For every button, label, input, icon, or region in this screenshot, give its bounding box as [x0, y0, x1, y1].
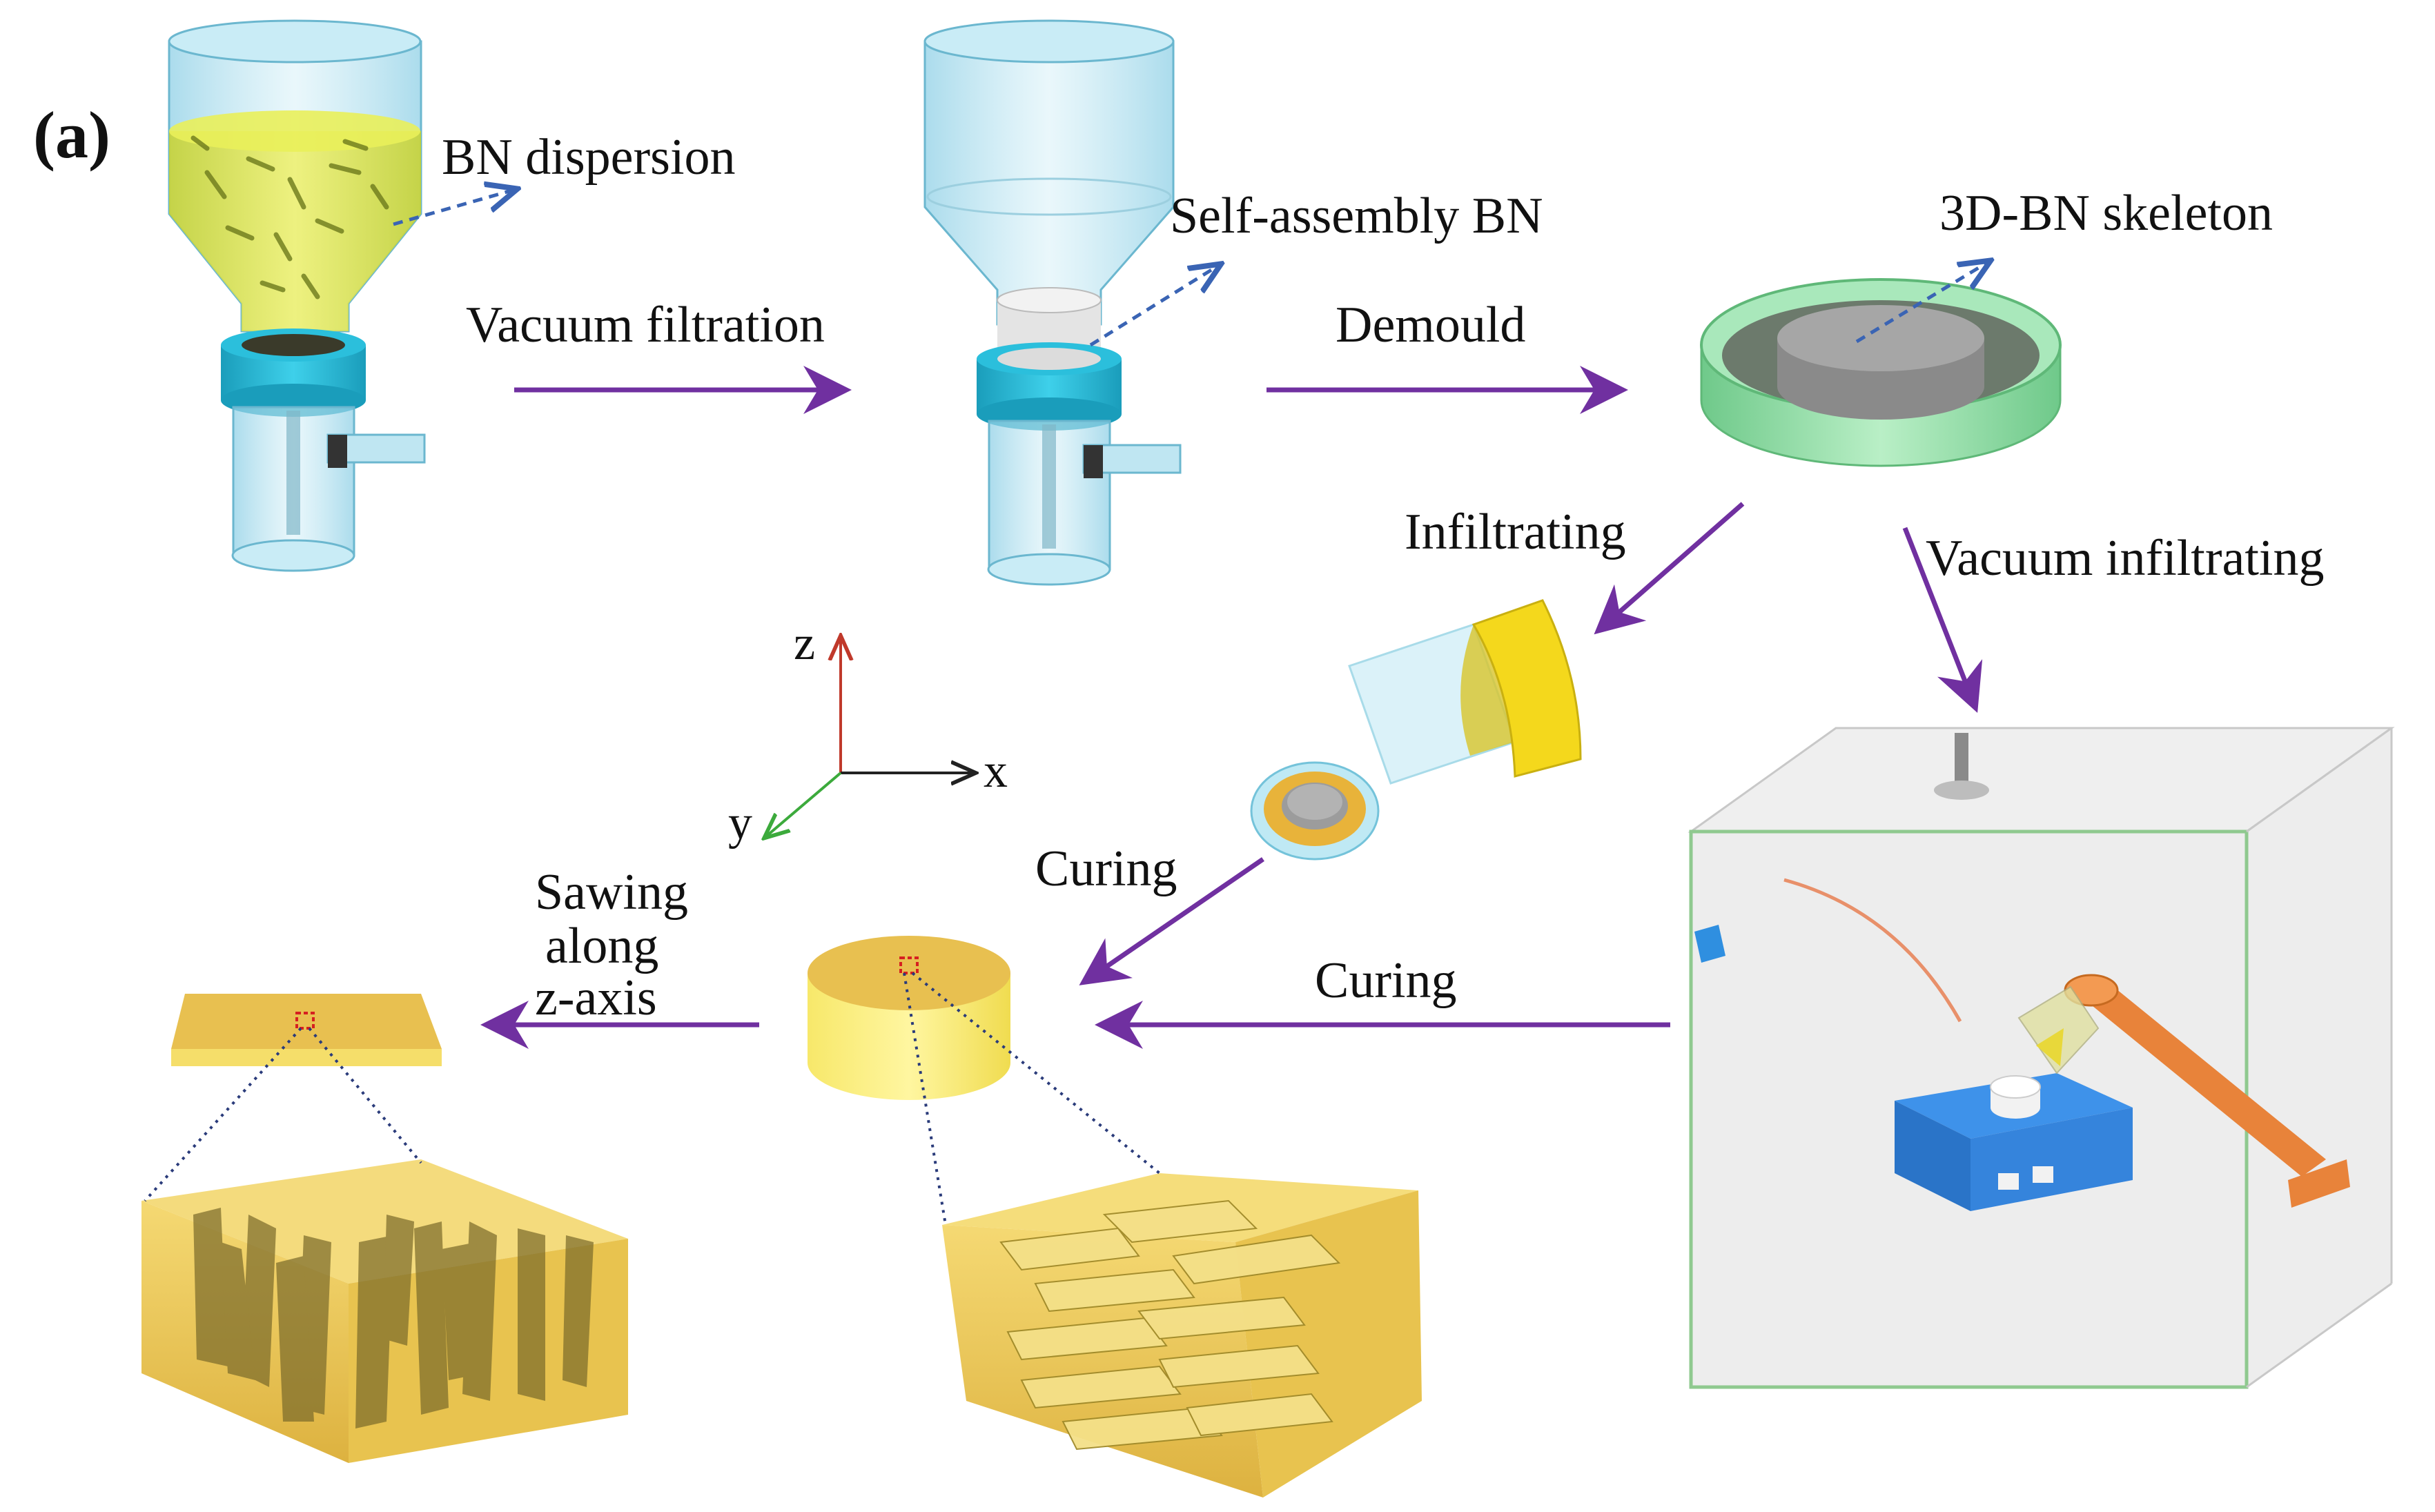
filtration-funnel-with-bn-cake — [923, 19, 1182, 586]
label-infiltrating: Infiltrating — [1405, 504, 1626, 560]
z-axis-label: z — [794, 617, 815, 670]
pointer-bn-dispersion — [393, 190, 514, 226]
magnified-block-vertical-flakes — [141, 1159, 628, 1463]
cured-composite-cylinder — [808, 936, 1010, 1100]
pointer-skeleton — [1855, 262, 1988, 344]
panel-label: (a) — [33, 98, 110, 172]
label-bn-dispersion: BN dispersion — [442, 129, 736, 186]
label-z-axis: z-axis — [535, 970, 657, 1026]
zoom-marker-cylinder — [899, 956, 919, 974]
arrow-infiltrating — [1594, 502, 1745, 635]
label-curing-left: Curing — [1035, 841, 1177, 897]
magnified-block-horizontal-flakes — [942, 1173, 1422, 1498]
label-self-assembly-bn: Self-assembly BN — [1170, 188, 1543, 244]
filtration-funnel-with-dispersion — [168, 19, 426, 572]
coordinate-axes: z x y — [728, 617, 1008, 850]
zoom-marker-slab — [295, 1012, 315, 1030]
label-sawing: Sawing — [535, 864, 688, 921]
vacuum-chamber — [1688, 727, 2395, 1389]
mold-with-resin — [1250, 599, 1582, 861]
sawed-slab — [171, 994, 442, 1066]
x-axis-label: x — [984, 745, 1008, 798]
zoom-lines — [144, 972, 1161, 1226]
label-3d-bn-skeleton: 3D-BN skeleton — [1939, 185, 2273, 242]
dish-with-bn-skeleton — [1700, 278, 2062, 467]
y-axis-label: y — [728, 796, 752, 850]
arrow-curing-left — [1079, 857, 1264, 985]
label-vacuum-filtration: Vacuum filtration — [466, 297, 825, 353]
label-demould: Demould — [1336, 297, 1525, 353]
pointer-self-assembly — [1089, 266, 1218, 347]
label-curing-bottom: Curing — [1315, 952, 1457, 1009]
label-along: along — [545, 918, 658, 974]
arrow-vacuum-infiltrating — [1902, 527, 1983, 714]
y-axis-arrow — [766, 772, 842, 836]
label-vacuum-infiltrating: Vacuum infiltrating — [1926, 530, 2324, 587]
